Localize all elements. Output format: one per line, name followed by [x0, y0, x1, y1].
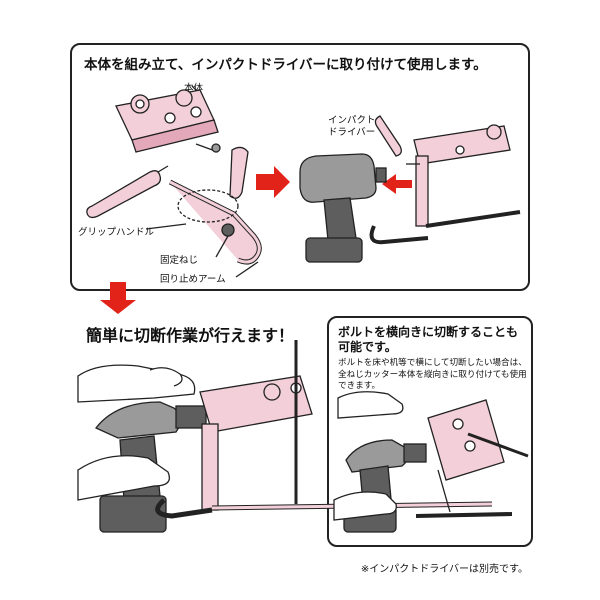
anti-rotation-arm-exploded [168, 146, 262, 265]
impact-driver-illustration [299, 153, 387, 263]
horizontal-threaded-rod [467, 432, 529, 458]
label-fixing-screw: 固定ねじ [160, 255, 199, 266]
label-body: 本体 [184, 83, 204, 94]
horizontal-cut-description: ボルトを床や机等で横にして切断したい場合は、全ねじカッター本体を縦向きに取り付け… [338, 358, 527, 391]
footnote: ※インパクトドライバーは別売です。 [360, 564, 528, 575]
grip-handle [86, 165, 169, 219]
cutter-assembled [369, 115, 521, 245]
horizontal-cut-headline: ボルトを横向きに切断することも可能です。 [338, 325, 519, 354]
assembly-dashed-guide [177, 189, 239, 223]
arrow-left-icon [382, 174, 412, 194]
horizontal-cut-scene [333, 391, 529, 533]
assembly-headline: 本体を組み立て、インパクトドライバーに取り付けて使用します。 [84, 57, 487, 73]
arrow-right-icon [256, 166, 290, 198]
label-anti-rotation-arm: 回り止めアーム [160, 274, 226, 285]
arrow-down-icon [100, 282, 136, 314]
cutter-body-exploded [115, 89, 221, 153]
label-impact-driver-line1: インパクト [328, 115, 376, 126]
label-grip-handle: グリップハンドル [78, 227, 155, 238]
horizontal-cut-panel: ボルトを横向きに切断することも可能です。 ボルトを床や机等で横にして切断したい場… [327, 316, 533, 547]
label-impact-driver-line2: ドライバー [328, 127, 376, 138]
cutting-scene [77, 340, 493, 533]
cutting-headline: 簡単に切断作業が行えます！ [86, 326, 295, 345]
assembly-panel: 本体を組み立て、インパクトドライバーに取り付けて使用します。 [70, 43, 530, 291]
